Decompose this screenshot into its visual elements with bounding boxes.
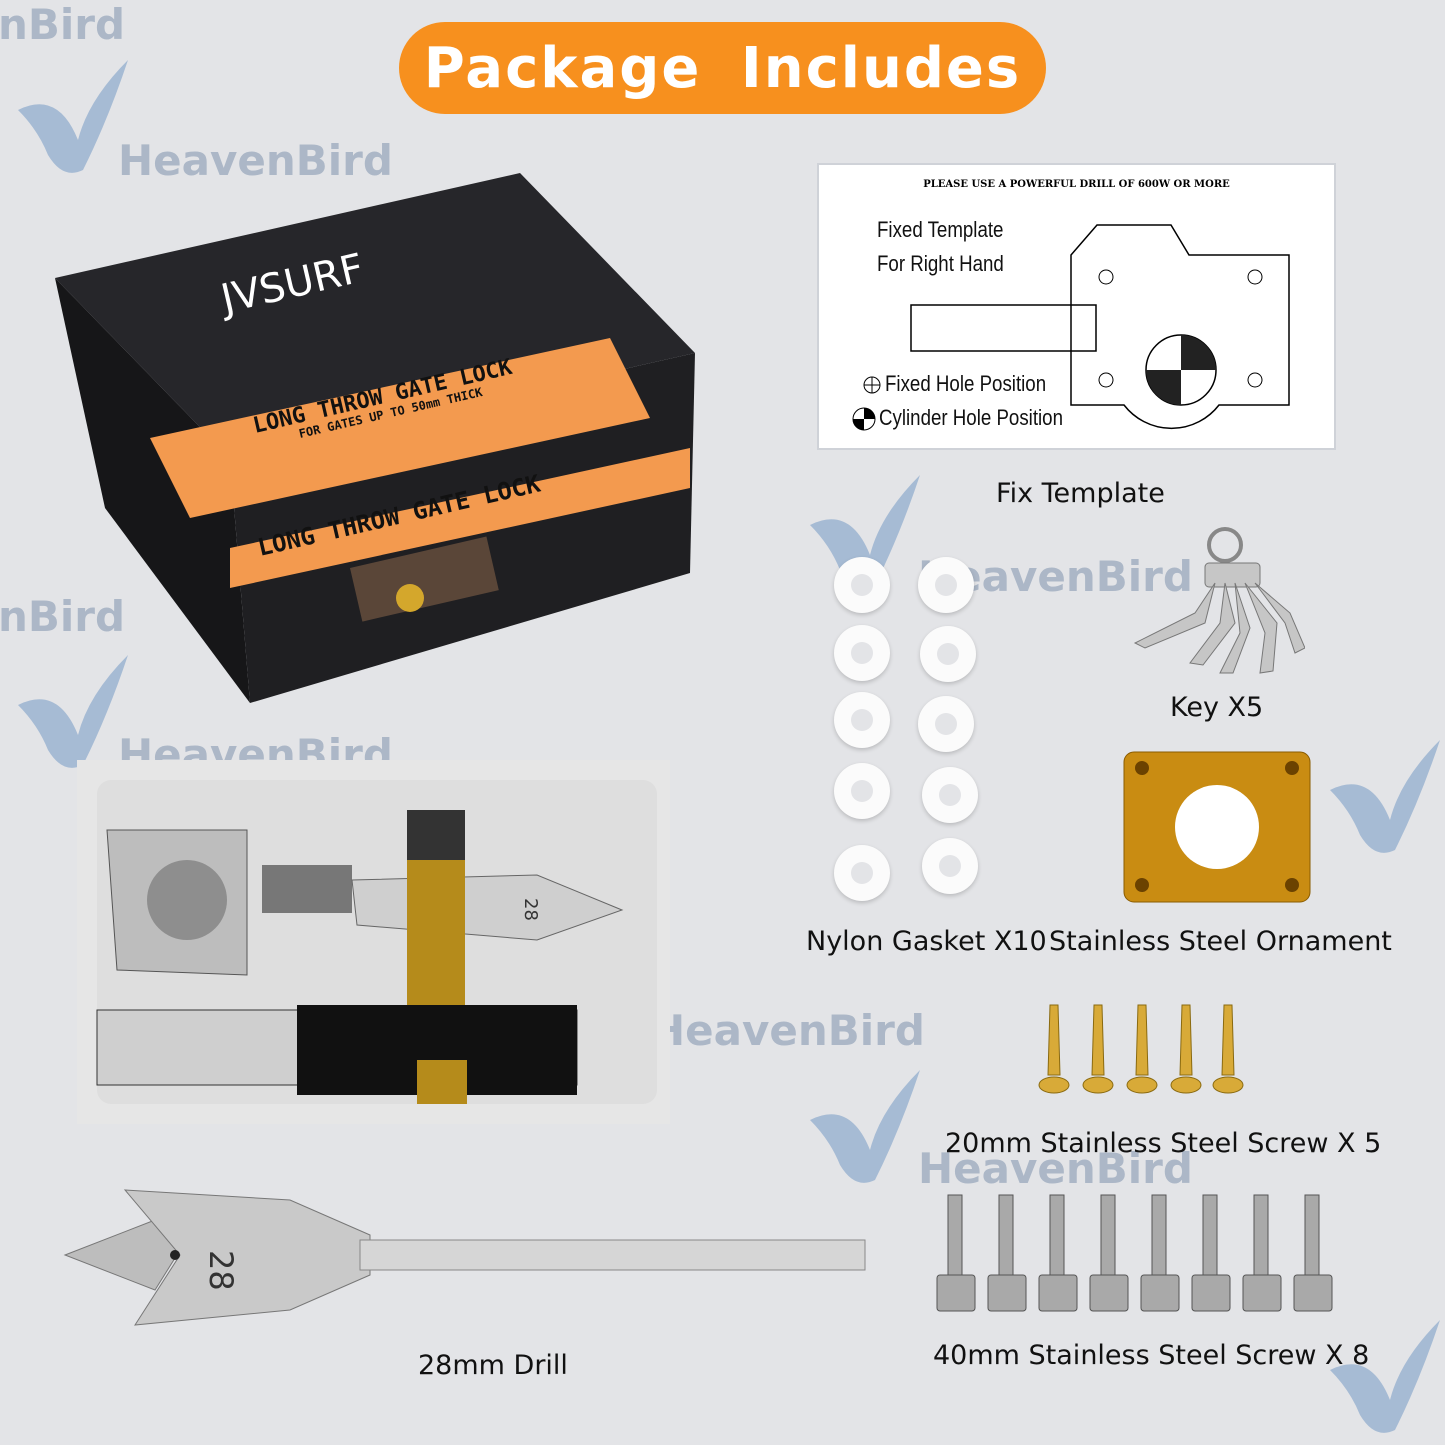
screws-40mm-image [936, 1194, 1333, 1312]
product-box-image: JVSURF LONG THROW GATE LOCK FOR GATES UP… [55, 173, 695, 703]
fix-template-caption: Fix Template [996, 478, 1165, 509]
fixed-template-label: Fixed Template [877, 217, 1004, 242]
watermark-partial: nBird [0, 592, 126, 641]
bird-logo-icon [810, 1070, 920, 1183]
gasket-caption: Nylon Gasket X10 [806, 926, 1047, 957]
ornament-caption: Stainless Steel Ornament [1049, 926, 1392, 957]
lock-in-foam-image: 28 [77, 760, 670, 1124]
screws-20mm-image [1038, 1004, 1244, 1094]
drill-warning: PLEASE USE A POWERFUL DRILL OF 600W OR M… [923, 179, 1230, 190]
watermark: HeavenBird [650, 1006, 925, 1055]
banner-title: Package Includes [423, 35, 1022, 101]
screw20-caption: 20mm Stainless Steel Screw X 5 [945, 1128, 1382, 1159]
watermark: HeavenBird [118, 136, 393, 185]
bird-logo-icon [18, 655, 128, 768]
drill-bit-image: 28 [63, 1189, 866, 1326]
keys-caption: Key X5 [1170, 692, 1264, 723]
bird-logo-icon [1330, 1320, 1440, 1433]
ornament-plate-image [1123, 751, 1311, 903]
bird-logo-icon [1330, 740, 1440, 853]
watermark-partial: nBird [0, 0, 126, 49]
drill-caption: 28mm Drill [418, 1350, 568, 1381]
bolt-number: 28 [520, 898, 541, 921]
package-includes-banner: Package Includes [399, 22, 1046, 114]
screw40-caption: 40mm Stainless Steel Screw X 8 [933, 1340, 1370, 1371]
fixed-hole-label: Fixed Hole Position [885, 371, 1047, 396]
bird-logo-icon [18, 60, 128, 173]
right-hand-label: For Right Hand [877, 251, 1004, 276]
cylinder-hole-label: Cylinder Hole Position [879, 405, 1063, 430]
keys-image [1133, 527, 1305, 674]
watermark: HeavenBird [918, 1144, 1193, 1193]
bird-logo-icon [810, 475, 920, 588]
drill-number: 28 [202, 1250, 240, 1291]
fix-template-card: PLEASE USE A POWERFUL DRILL OF 600W OR M… [817, 163, 1336, 450]
